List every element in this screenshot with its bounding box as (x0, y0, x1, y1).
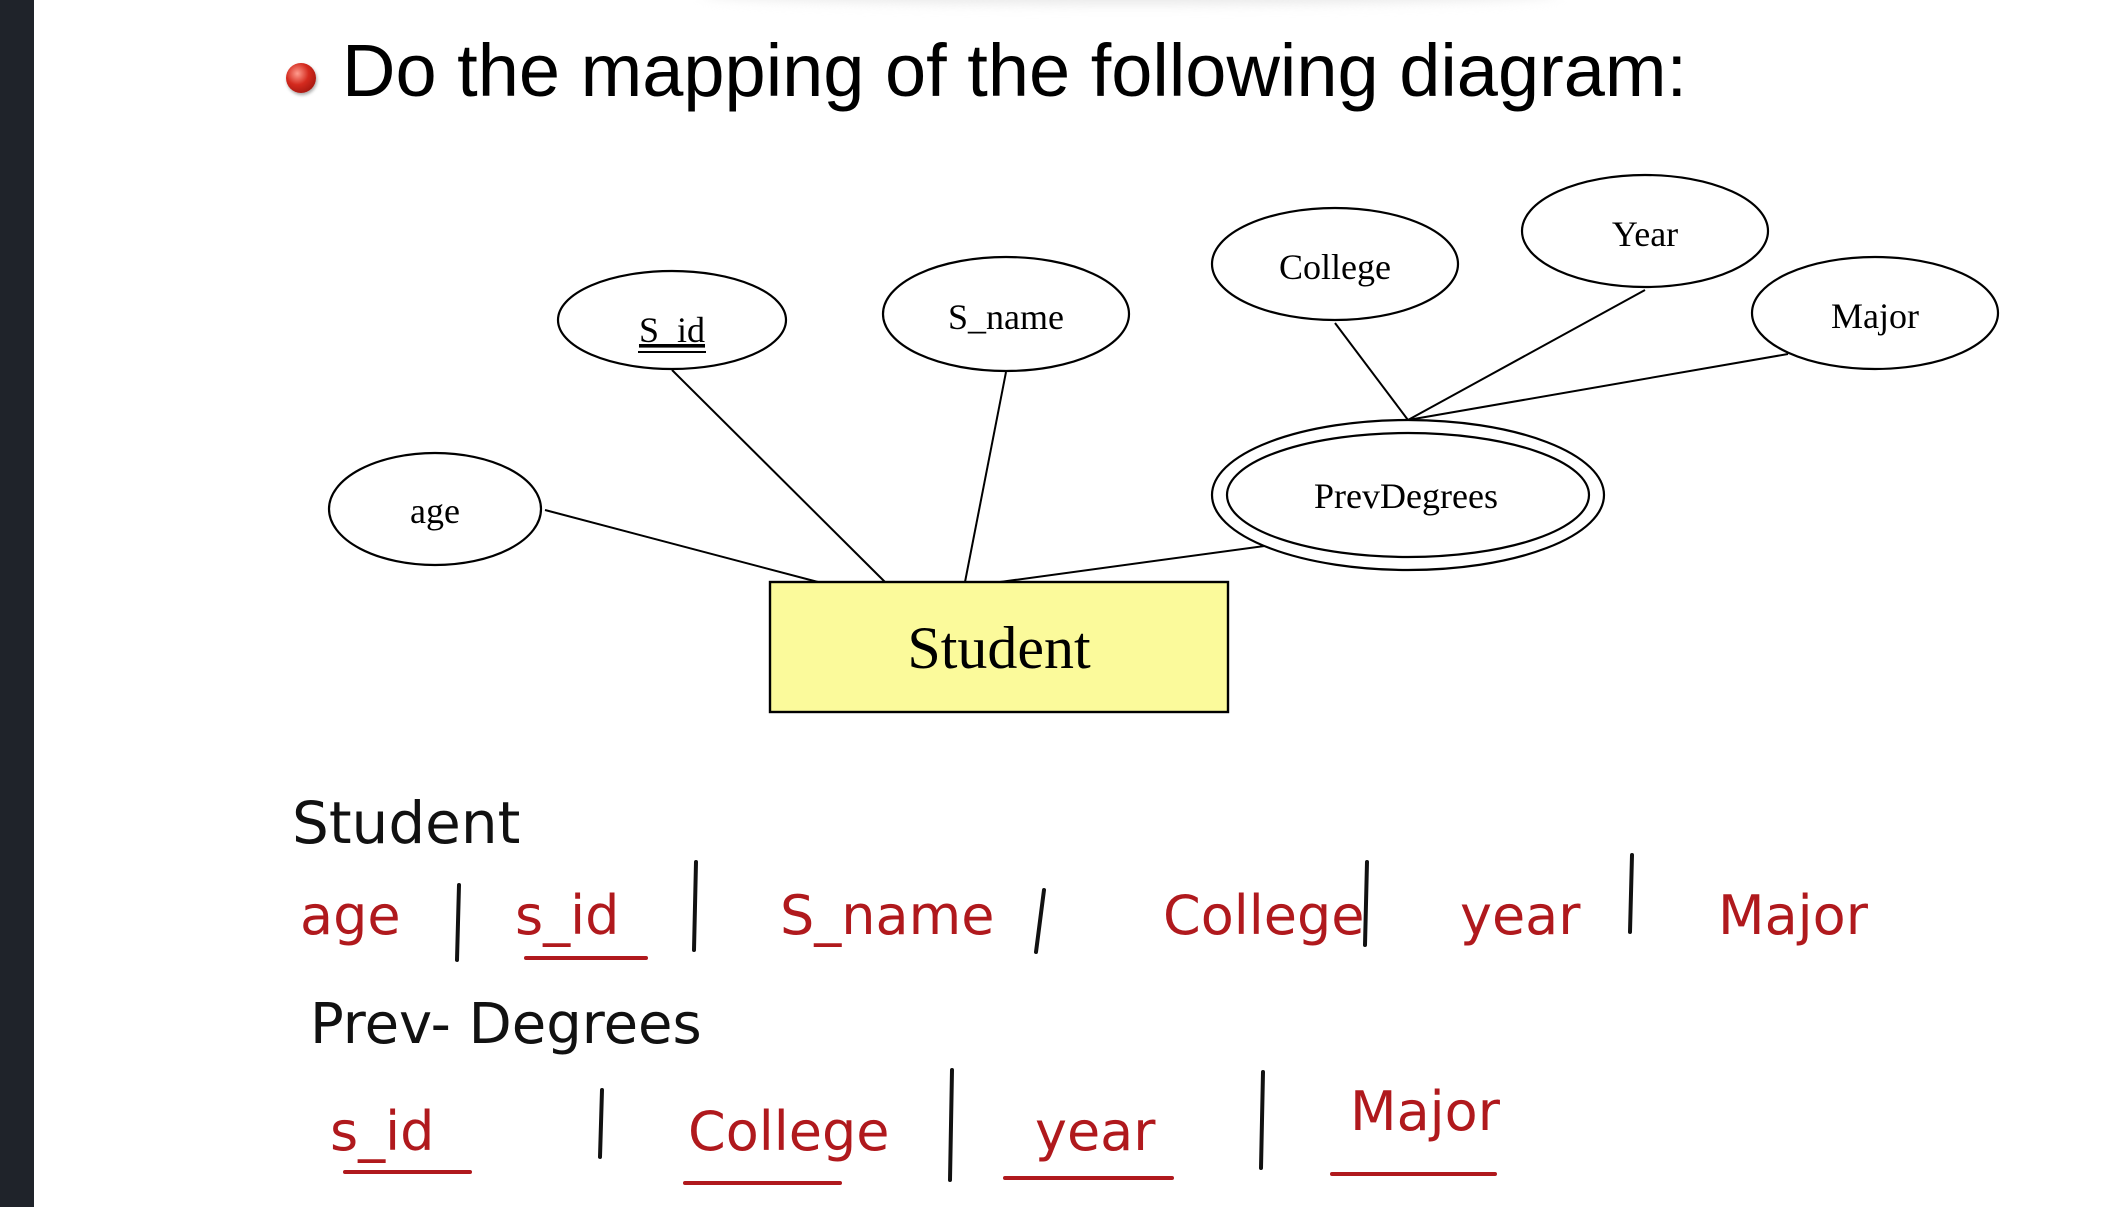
multivalued-inner-ellipse (1225, 431, 1591, 559)
separator-t2-3 (1259, 1070, 1265, 1170)
handwritten-table2-name: Prev- Degrees (310, 992, 702, 1057)
red-sphere-bullet-icon (286, 63, 316, 93)
separator-t2-1 (598, 1088, 604, 1159)
window-edge-bar (0, 0, 34, 1207)
handwritten-t2-underlines (343, 1170, 1497, 1185)
top-shadow (700, 0, 1560, 4)
handwritten-t1-col-sid: s_id (515, 884, 619, 947)
separator-3 (1034, 888, 1046, 954)
attribute-year-label: Year (1612, 214, 1678, 254)
handwritten-t2-col-sid: s_id (330, 1100, 434, 1163)
connector-s-id (671, 369, 886, 583)
separator-2 (692, 860, 698, 952)
attribute-major-ellipse (1750, 255, 2000, 371)
separator-5 (1628, 853, 1634, 934)
handwritten-t1-col-age: age (300, 884, 401, 947)
entity-student-box (768, 580, 1230, 714)
connector-s-name (964, 371, 1007, 583)
entity-student-label: Student (907, 615, 1091, 681)
connector-prev-degrees (999, 544, 1273, 583)
attribute-s-name-label: S_name (948, 297, 1064, 337)
separator-1 (455, 883, 461, 962)
handwritten-t1-col-year: year (1460, 884, 1581, 947)
handwritten-t1-separators (455, 853, 1634, 962)
handwritten-t1-col-major: Major (1718, 884, 1869, 947)
attribute-prevdegrees-label: PrevDegrees (1314, 476, 1498, 516)
attribute-age-label: age (410, 491, 460, 531)
connector-age (544, 509, 819, 583)
handwritten-table1-name: Student (292, 789, 520, 857)
slide-heading: Do the mapping of the following diagram: (342, 29, 1688, 112)
connector-year (1407, 289, 1646, 421)
attribute-age-ellipse (327, 451, 543, 567)
attribute-s-name-ellipse (881, 255, 1131, 373)
handwritten-t2-col-year: year (1035, 1100, 1156, 1163)
connector-major (1407, 353, 1789, 421)
connector-college (1334, 322, 1409, 421)
attribute-s-id-ellipse (556, 269, 788, 371)
separator-t2-2 (948, 1068, 954, 1182)
handwritten-t1-col-college: College (1163, 884, 1364, 947)
attribute-college-label: College (1279, 247, 1391, 287)
attribute-major-label: Major (1831, 296, 1919, 336)
handwritten-t2-separators (598, 1068, 1265, 1182)
attribute-s-id-label: S_id (639, 310, 705, 350)
attribute-year-ellipse (1520, 173, 1770, 289)
separator-4 (1363, 860, 1369, 947)
handwritten-t2-col-college: College (688, 1100, 889, 1163)
handwritten-t1-col-sname: S_name (780, 884, 994, 947)
er-connectors (544, 289, 1789, 583)
handwritten-t2-col-major: Major (1350, 1080, 1501, 1143)
attribute-college-ellipse (1210, 206, 1460, 322)
